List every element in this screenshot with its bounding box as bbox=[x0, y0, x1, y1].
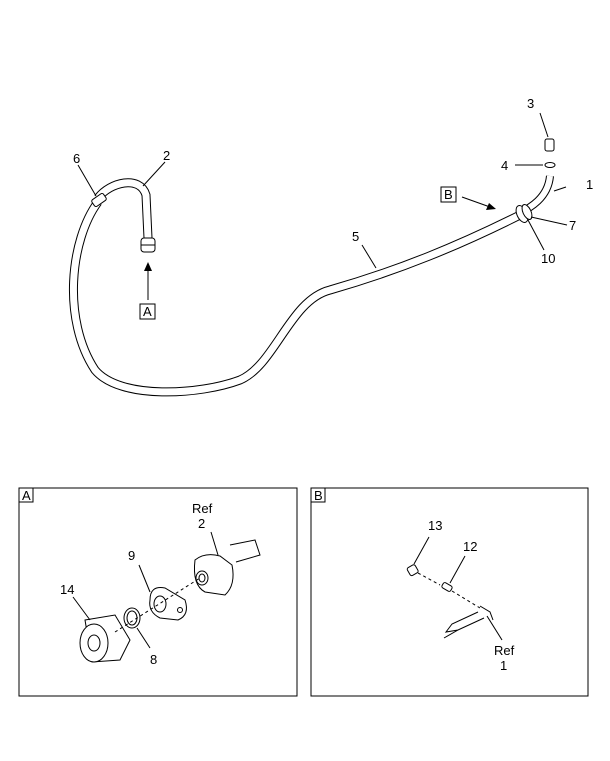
callout-8: 8 bbox=[150, 652, 157, 667]
detail-a-ref-word: Ref bbox=[192, 501, 213, 516]
cap-13 bbox=[406, 564, 419, 577]
callout-13: 13 bbox=[428, 518, 442, 533]
clamp-6 bbox=[91, 192, 107, 208]
fitting-12 bbox=[441, 582, 453, 592]
tube-ref-1 bbox=[444, 611, 485, 633]
callout-10: 10 bbox=[541, 251, 555, 266]
cap-3 bbox=[544, 138, 555, 152]
callout-1: 1 bbox=[586, 177, 593, 192]
main-hose-assembly: 3 4 1 7 10 6 2 5 A B bbox=[69, 96, 593, 397]
detail-a-panel: A Ref 2 9 14 8 bbox=[18, 487, 298, 697]
detail-a-ref-num: 2 bbox=[198, 516, 205, 531]
detail-b-panel: B 13 12 Ref 1 bbox=[310, 487, 589, 697]
hose-5-outline bbox=[69, 199, 523, 397]
oring-4 bbox=[544, 162, 556, 168]
detail-b-ref-word: Ref bbox=[494, 643, 515, 658]
detail-b-frame-label: B bbox=[314, 488, 323, 503]
callout-4: 4 bbox=[501, 158, 508, 173]
callout-7: 7 bbox=[569, 218, 576, 233]
callout-2: 2 bbox=[163, 148, 170, 163]
callout-12: 12 bbox=[463, 539, 477, 554]
callout-5: 5 bbox=[352, 229, 359, 244]
detail-a-frame-label: A bbox=[22, 488, 31, 503]
callout-14: 14 bbox=[60, 582, 74, 597]
callout-9: 9 bbox=[128, 548, 135, 563]
callout-3: 3 bbox=[527, 96, 534, 111]
view-b-label: B bbox=[444, 187, 453, 202]
hose-5-fill bbox=[70, 199, 522, 396]
callout-6: 6 bbox=[73, 151, 80, 166]
detail-b-ref-num: 1 bbox=[500, 658, 507, 673]
view-a-label: A bbox=[143, 304, 152, 319]
